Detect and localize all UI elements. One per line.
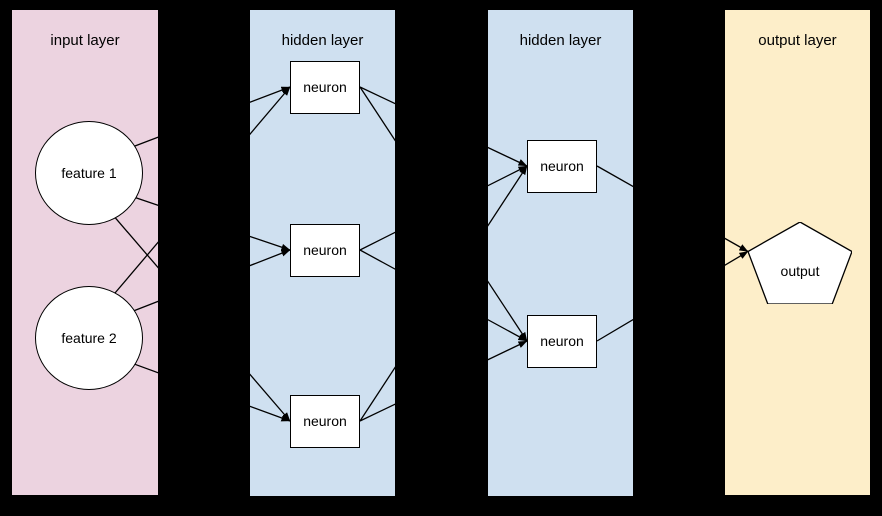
- node-hidden2-neuron-2[interactable]: neuron: [527, 314, 597, 368]
- node-hidden1-neuron-3[interactable]: neuron: [290, 394, 360, 448]
- node-feature-1[interactable]: feature 1: [35, 121, 143, 225]
- layer-panel-input: input layer: [12, 10, 158, 495]
- node-label-hidden1-neuron-2: neuron: [303, 242, 347, 258]
- node-feature-2[interactable]: feature 2: [35, 286, 143, 390]
- node-label-hidden1-neuron-1: neuron: [303, 79, 347, 95]
- node-label-hidden1-neuron-3: neuron: [303, 413, 347, 429]
- layer-title-input: input layer: [50, 32, 120, 49]
- layer-panel-hidden-2: hidden layer: [488, 10, 633, 496]
- node-label-output-node: output: [780, 263, 820, 279]
- node-label-hidden2-neuron-2: neuron: [540, 333, 584, 349]
- node-hidden2-neuron-1[interactable]: neuron: [527, 139, 597, 193]
- layer-title-output: output layer: [758, 32, 837, 49]
- layer-title-hidden-1: hidden layer: [281, 32, 364, 49]
- node-hidden1-neuron-2[interactable]: neuron: [290, 223, 360, 277]
- node-label-hidden2-neuron-1: neuron: [540, 158, 584, 174]
- layer-title-hidden-2: hidden layer: [519, 32, 602, 49]
- node-hidden1-neuron-1[interactable]: neuron: [290, 60, 360, 114]
- node-label-feature-1: feature 1: [61, 165, 117, 181]
- node-label-feature-2: feature 2: [61, 330, 117, 346]
- node-output-node[interactable]: output: [747, 221, 853, 305]
